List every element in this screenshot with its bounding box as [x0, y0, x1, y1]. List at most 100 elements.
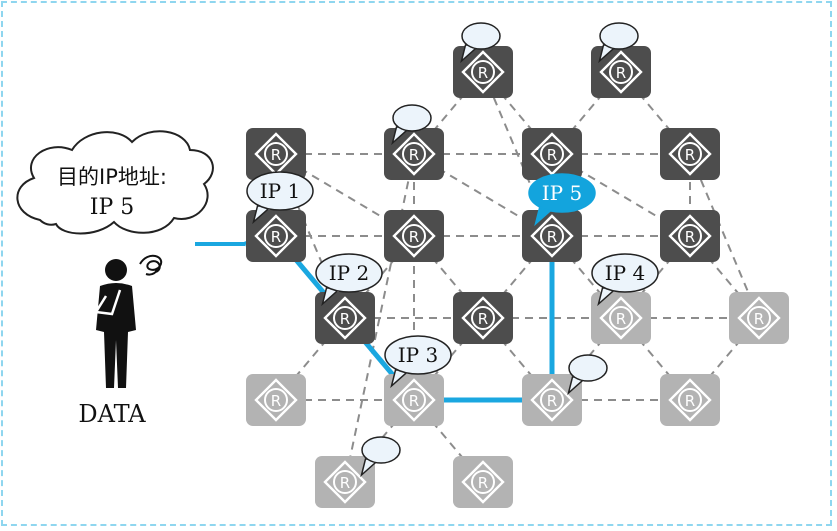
router-r6[interactable]: R: [660, 128, 720, 180]
router-r8[interactable]: R: [384, 210, 444, 262]
router-letter: R: [478, 474, 488, 492]
router-icon: R: [392, 378, 436, 422]
router-r16[interactable]: R: [384, 374, 444, 426]
router-ip-label: IP 4: [605, 261, 645, 285]
router-r15[interactable]: R: [246, 374, 306, 426]
router-box: [591, 46, 651, 98]
router-letter: R: [754, 310, 764, 328]
router-box: [660, 374, 720, 426]
router-icon: R: [530, 132, 574, 176]
router-r13[interactable]: R: [591, 292, 651, 344]
router-box: [315, 456, 375, 508]
router-icon: R: [254, 378, 298, 422]
router-icon: R: [668, 214, 712, 258]
router-letter: R: [547, 228, 557, 246]
router-icon: R: [323, 296, 367, 340]
router-letter: R: [340, 474, 350, 492]
router-r1[interactable]: R: [453, 46, 513, 98]
router-box: [660, 128, 720, 180]
router-box: [315, 292, 375, 344]
router-icon: R: [323, 460, 367, 504]
router-ip-label: IP 1: [260, 179, 300, 203]
empty-bubble-r17: [567, 354, 608, 396]
router-letter: R: [685, 228, 695, 246]
router-r5[interactable]: R: [522, 128, 582, 180]
router-box: [522, 374, 582, 426]
router-icon: R: [530, 214, 574, 258]
router-icon: R: [392, 214, 436, 258]
ip-bubble-r11: IP 2: [315, 253, 383, 307]
router-icon: R: [737, 296, 781, 340]
router-letter: R: [616, 64, 626, 82]
router-letter: R: [685, 392, 695, 410]
router-box: [384, 374, 444, 426]
empty-bubble-r4: [391, 104, 432, 146]
router-letter: R: [409, 146, 419, 164]
router-box: [453, 292, 513, 344]
router-icon: R: [392, 132, 436, 176]
router-icon: R: [668, 378, 712, 422]
ip-bubble-r7: IP 1: [246, 171, 314, 225]
thought-cloud: 目的IP地址: IP 5: [16, 130, 214, 235]
router-r10[interactable]: R: [660, 210, 720, 262]
router-box: [384, 128, 444, 180]
router-box: [522, 128, 582, 180]
router-box: [453, 456, 513, 508]
router-box: [246, 210, 306, 262]
router-icon: R: [461, 50, 505, 94]
router-r14[interactable]: R: [729, 292, 789, 344]
router-r4[interactable]: R: [384, 128, 444, 180]
empty-bubble-r2: [598, 22, 639, 64]
router-letter: R: [271, 392, 281, 410]
router-letter: R: [547, 146, 557, 164]
router-r9[interactable]: R: [522, 210, 582, 262]
network-link: [689, 153, 760, 319]
router-r20[interactable]: R: [453, 456, 513, 508]
router-box: [384, 210, 444, 262]
router-ip-label: IP 2: [329, 261, 369, 285]
ip-bubble-r9: IP 5: [528, 173, 596, 227]
router-box: [246, 128, 306, 180]
router-icon: R: [599, 296, 643, 340]
person-icon: [93, 254, 163, 388]
cloud-shape: [16, 130, 214, 235]
router-icon: R: [254, 214, 298, 258]
router-r2[interactable]: R: [591, 46, 651, 98]
bubbles-layer: IP 1 IP 5 IP 2 IP 4 IP 3: [246, 22, 659, 478]
router-letter: R: [409, 392, 419, 410]
router-letter: R: [271, 146, 281, 164]
person-caption: DATA: [78, 400, 146, 428]
router-letter: R: [271, 228, 281, 246]
router-icon: R: [599, 50, 643, 94]
router-icon: R: [461, 460, 505, 504]
cloud-text-line2: IP 5: [90, 195, 134, 220]
router-r17[interactable]: R: [522, 374, 582, 426]
routers-layer: R R R R R R R R R R R R R R R R R R R R: [246, 46, 789, 508]
router-letter: R: [616, 310, 626, 328]
network-link: [482, 71, 553, 237]
router-box: [591, 292, 651, 344]
router-box: [246, 374, 306, 426]
router-icon: R: [461, 296, 505, 340]
cloud-text-line1: 目的IP地址:: [57, 165, 167, 189]
empty-bubble-r1: [460, 22, 501, 64]
router-ip-label: IP 3: [398, 343, 438, 367]
router-letter: R: [340, 310, 350, 328]
router-r19[interactable]: R: [315, 456, 375, 508]
router-r11[interactable]: R: [315, 292, 375, 344]
router-letter: R: [478, 310, 488, 328]
ip-bubble-r16: IP 3: [384, 335, 452, 389]
router-icon: R: [668, 132, 712, 176]
router-r12[interactable]: R: [453, 292, 513, 344]
router-letter: R: [409, 228, 419, 246]
router-r18[interactable]: R: [660, 374, 720, 426]
empty-bubble-r19: [360, 436, 401, 478]
router-box: [453, 46, 513, 98]
router-icon: R: [530, 378, 574, 422]
router-letter: R: [478, 64, 488, 82]
router-box: [660, 210, 720, 262]
router-r7[interactable]: R: [246, 210, 306, 262]
